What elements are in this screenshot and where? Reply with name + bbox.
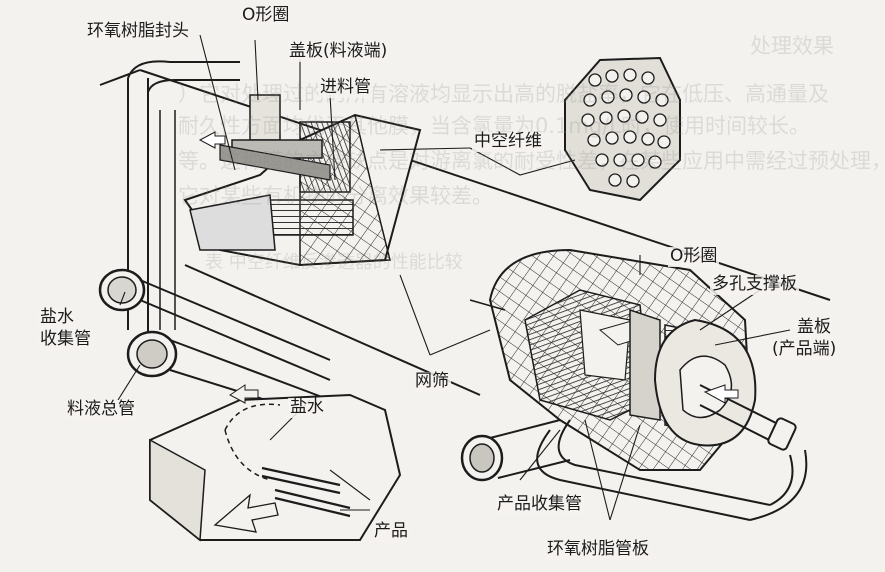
label-cover-product-1: 盖板 bbox=[795, 317, 833, 338]
label-brine: 盐水 bbox=[288, 397, 326, 418]
bg-table-caption: 表 中空纤维反渗透器的性能比较 bbox=[205, 252, 463, 273]
bg-line-1: ）它对处理过的的所有溶液均显示出高的脱盐率，它在低压、高通量及 bbox=[178, 82, 829, 106]
product-collector-pipe bbox=[460, 419, 808, 521]
product-end-cutaway bbox=[488, 248, 797, 471]
label-porous-support-plate: 多孔支撑板 bbox=[710, 274, 799, 295]
feed-end-cutaway bbox=[183, 94, 422, 267]
label-product-collector: 产品收集管 bbox=[495, 494, 584, 515]
bg-heading: 处理效果 bbox=[750, 34, 834, 58]
brine-collector-pipe bbox=[98, 60, 331, 381]
label-mesh: 网筛 bbox=[413, 371, 451, 392]
label-epoxy-tube-sheet: 环氧树脂管板 bbox=[545, 539, 651, 560]
bg-line-4: 它对某些有机物的分离效果较差。 bbox=[178, 184, 493, 208]
label-cover-feed-end: 盖板(料液端) bbox=[287, 41, 390, 62]
label-product: 产品 bbox=[372, 521, 410, 542]
label-epoxy-seal: 环氧树脂封头 bbox=[85, 21, 191, 42]
label-cover-product-2: (产品端) bbox=[770, 339, 839, 360]
label-o-ring-top: O形圈 bbox=[240, 5, 292, 26]
fiber-bundle-inset bbox=[564, 56, 681, 202]
label-o-ring-right: O形圈 bbox=[668, 246, 720, 267]
fiber-detail-inset bbox=[149, 384, 402, 542]
label-brine-collector-2: 收集管 bbox=[38, 329, 93, 350]
label-brine-collector-1: 盐水 bbox=[38, 307, 76, 328]
label-hollow-fiber: 中空纤维 bbox=[472, 131, 544, 152]
label-feed-header: 料液总管 bbox=[65, 399, 137, 420]
bg-line-3: 等。这种膜的主要缺点是对游离氯的耐受性差，在某些应用中需经过预处理， bbox=[178, 149, 878, 173]
label-feed-pipe: 进料管 bbox=[318, 77, 373, 98]
feed-header-pipe bbox=[126, 330, 331, 421]
